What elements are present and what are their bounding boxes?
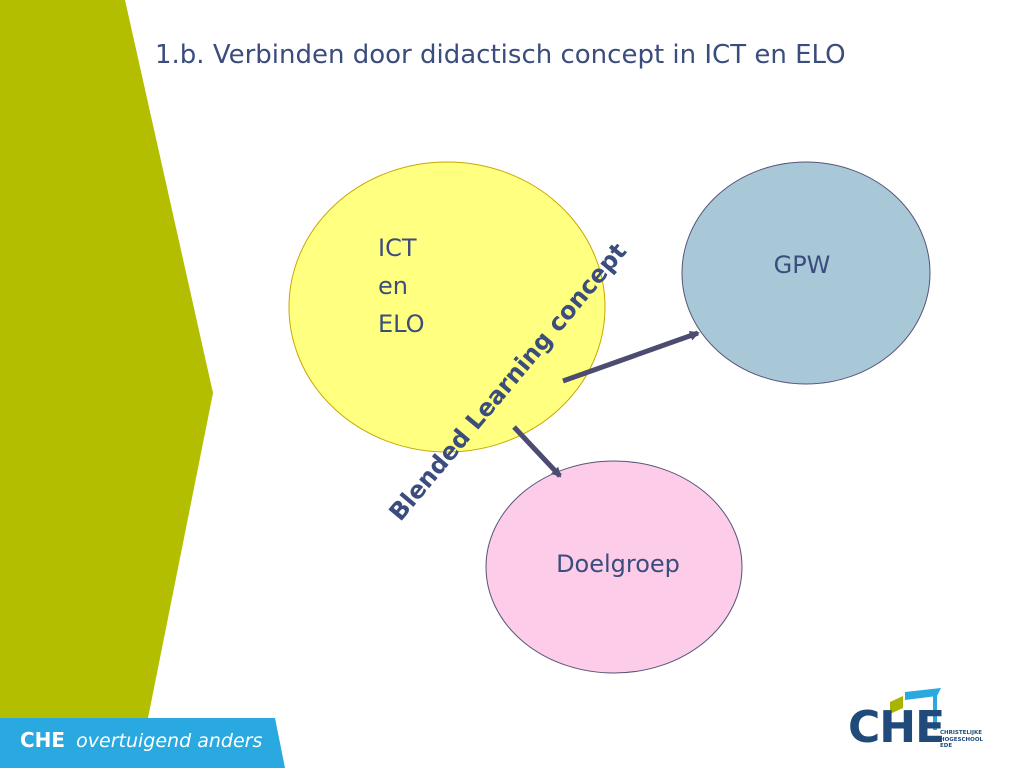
arrow-to-gpw [562,330,700,384]
logo-subtext: CHRISTELIJKE HOGESCHOOL EDE [940,730,983,750]
slide-title: 1.b. Verbinden door didactisch concept i… [155,40,846,70]
footer-text: CHE overtuigend anders [20,728,262,752]
ict-label-line-3: ELO [378,310,425,338]
gpw-label: GPW [774,251,831,279]
ict-label-line-2: en [378,272,408,300]
arrow-to-doelgroep [512,425,562,478]
gpw-node [681,161,931,385]
doelgroep-label: Doelgroep [556,550,680,578]
logo-line-2: HOGESCHOOL [940,736,984,743]
logo-line-3: EDE [940,743,953,749]
doelgroep-node [485,460,743,674]
logo-line-1: CHRISTELIJKE [940,730,983,736]
logo-text: CHE [848,702,945,753]
footer-brand: CHE [20,728,66,752]
footer-tagline: overtuigend anders [76,730,263,752]
ict-node [288,161,606,453]
footer-bar [0,718,285,768]
che-logo-mark [890,688,941,730]
ict-label-line-1: ICT [378,234,417,262]
